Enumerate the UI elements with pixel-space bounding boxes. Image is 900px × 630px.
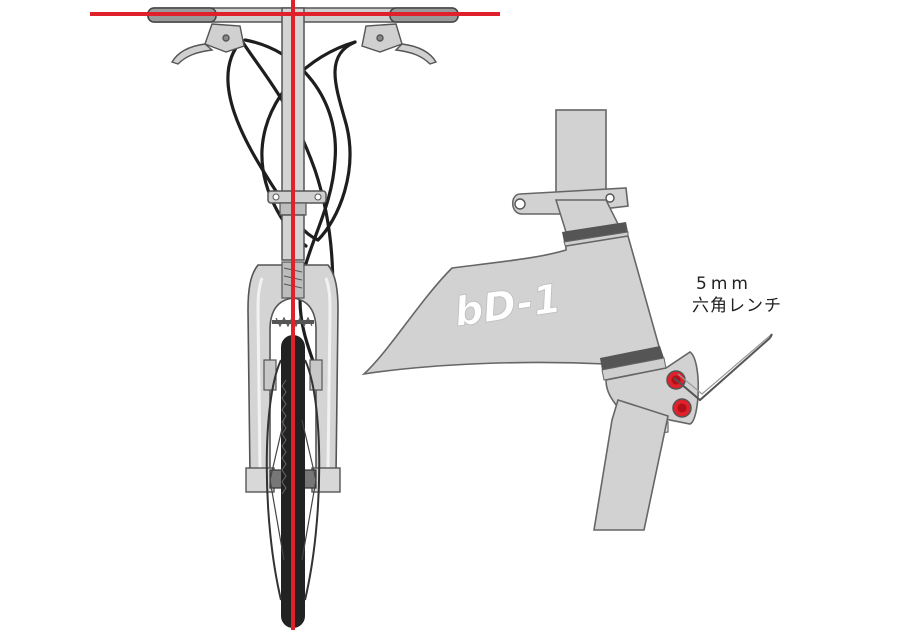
wrench-name-label: 六角レンチ [692,296,782,316]
wrench-size-label: 5mm [696,274,752,294]
right-brake-lever [361,23,438,65]
bike-front-view [90,0,500,630]
hex-wrench [673,333,773,402]
left-brake-lever [170,23,245,65]
frame-side-view: bD-1 [361,109,773,531]
main-frame [361,235,661,376]
hex-wrench-label: 5mm 六角レンチ [692,273,782,317]
alignment-guides [90,0,500,630]
lower-fork-tube [593,398,669,531]
upper-stem-tube [555,109,607,201]
